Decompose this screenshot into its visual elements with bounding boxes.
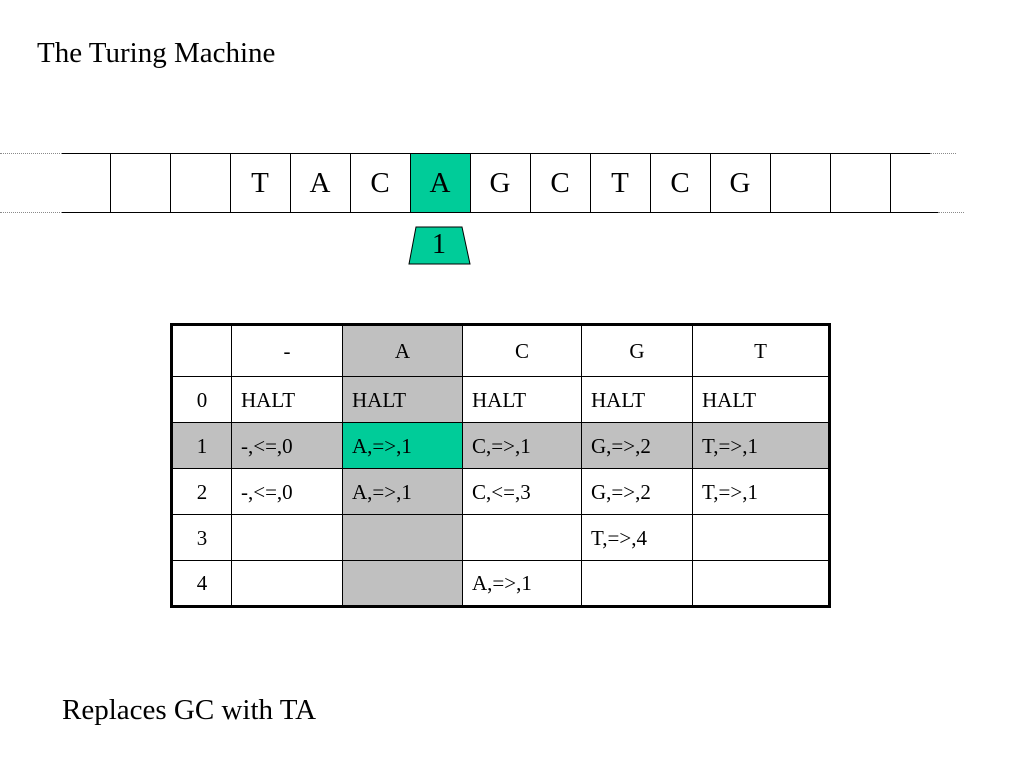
- table-cell: HALT: [462, 376, 582, 423]
- tape-bottom-edge-left: [0, 212, 62, 213]
- tape-bottom-edge-right: [938, 212, 964, 213]
- state-cell: 4: [171, 560, 232, 607]
- header-cell: [171, 324, 232, 377]
- table-row: 4 A,=>,1: [171, 560, 830, 607]
- table-cell: [231, 560, 343, 607]
- table-cell: G,=>,2: [581, 422, 693, 469]
- tape-cell: T: [611, 167, 629, 199]
- tape-cell-divider: [470, 154, 471, 212]
- tape-cell: C: [370, 167, 390, 199]
- tape-top-border: [62, 153, 930, 154]
- tape-cell: [890, 154, 950, 212]
- table-cell: HALT: [581, 376, 693, 423]
- table-cell: A,=>,1: [342, 422, 463, 469]
- header-cell: T: [692, 324, 830, 377]
- tape-cell-divider: [290, 154, 291, 212]
- tape-cell: G: [729, 167, 751, 199]
- table-cell: HALT: [231, 376, 343, 423]
- header-cell: -: [231, 324, 343, 377]
- table-cell: T,=>,4: [581, 514, 693, 561]
- tape-cell-divider: [710, 154, 711, 212]
- table-cell: HALT: [692, 376, 830, 423]
- table-row: 2 -,<=,0 A,=>,1 C,<=,3 G,=>,2 T,=>,1: [171, 468, 830, 515]
- table-cell: [462, 514, 582, 561]
- tape-cell: [50, 154, 110, 212]
- tape-cell: A: [309, 167, 331, 199]
- table-cell: [231, 514, 343, 561]
- state-cell: 1: [171, 422, 232, 469]
- tape-cell-divider: [110, 154, 111, 212]
- tape-cell-divider: [230, 154, 231, 212]
- table-cell: T,=>,1: [692, 468, 830, 515]
- transition-table: - A C G T 0 HALT HALT HALT HALT HALT 1 -…: [170, 323, 831, 608]
- table-cell: [581, 560, 693, 607]
- tape-top-edge-left: [0, 153, 62, 154]
- tape-cell: G: [489, 167, 511, 199]
- table-cell: A,=>,1: [342, 468, 463, 515]
- table-row: 0 HALT HALT HALT HALT HALT: [171, 376, 830, 423]
- table-cell: T,=>,1: [692, 422, 830, 469]
- tape-cell: T: [251, 167, 269, 199]
- header-cell: A: [342, 324, 463, 377]
- table-cell: A,=>,1: [462, 560, 582, 607]
- table-cell: [692, 560, 830, 607]
- tape-cell-current: A: [410, 154, 470, 212]
- slide-footer-text: Replaces GC with TA: [62, 694, 317, 726]
- tape-cell-divider: [650, 154, 651, 212]
- tape-head: [408, 226, 471, 265]
- table-row: 3 T,=>,4: [171, 514, 830, 561]
- header-cell: C: [462, 324, 582, 377]
- state-cell: 3: [171, 514, 232, 561]
- tape-cell-divider: [590, 154, 591, 212]
- state-cell: 2: [171, 468, 232, 515]
- table-cell: C,=>,1: [462, 422, 582, 469]
- tape-cell: [770, 154, 830, 212]
- tape-cell: [830, 154, 890, 212]
- tape-cell-divider: [410, 154, 411, 212]
- tape-cell-divider: [170, 154, 171, 212]
- tape-cell-divider: [890, 154, 891, 212]
- table-cell: [342, 514, 463, 561]
- table-cell: -,<=,0: [231, 422, 343, 469]
- state-cell: 0: [171, 376, 232, 423]
- tape-bottom-border: [62, 212, 938, 213]
- table-cell: C,<=,3: [462, 468, 582, 515]
- tape-cell-divider: [830, 154, 831, 212]
- tape-cell: [170, 154, 230, 212]
- tape-cell-divider: [530, 154, 531, 212]
- tape-top-edge-right: [930, 153, 956, 154]
- tape-cell-divider: [350, 154, 351, 212]
- slide-title: The Turing Machine: [37, 37, 276, 69]
- table-cell: [342, 560, 463, 607]
- table-cell: -,<=,0: [231, 468, 343, 515]
- table-cell: HALT: [342, 376, 463, 423]
- table-cell: [692, 514, 830, 561]
- header-cell: G: [581, 324, 693, 377]
- tape-cell: C: [550, 167, 570, 199]
- head-state-label: 1: [432, 229, 446, 260]
- table-header-row: - A C G T: [171, 324, 830, 377]
- table-row: 1 -,<=,0 A,=>,1 C,=>,1 G,=>,2 T,=>,1: [171, 422, 830, 469]
- tape-cell-divider: [770, 154, 771, 212]
- tape-cell: [110, 154, 170, 212]
- table-cell: G,=>,2: [581, 468, 693, 515]
- tape-cell: C: [670, 167, 690, 199]
